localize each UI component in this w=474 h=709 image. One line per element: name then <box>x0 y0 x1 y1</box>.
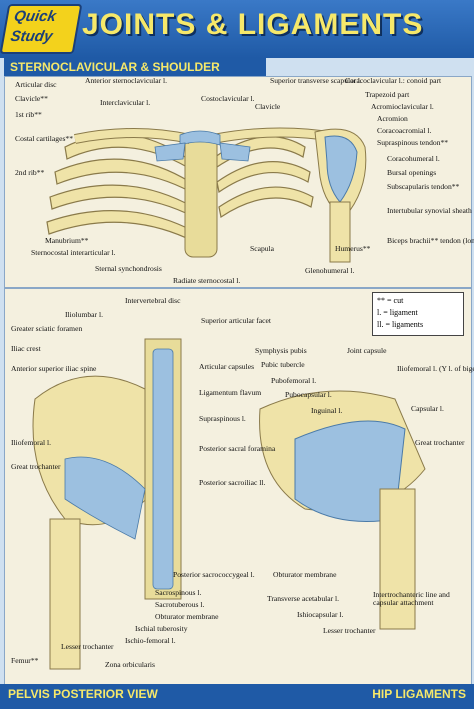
label-lesser-trochanter-posterior: Lesser trochanter <box>61 642 114 651</box>
label-lesser-trochanter-anterior: Lesser trochanter <box>323 626 376 635</box>
label-acromion: Acromion <box>377 114 408 123</box>
label-iliolumbar: Iliolumbar l. <box>65 310 103 319</box>
label-costoclavicular: Costoclavicular l. <box>201 94 255 103</box>
label-acromioclavicular: Acromioclavicular l. <box>371 102 434 111</box>
label-capsular: Capsular l. <box>411 404 444 413</box>
label-femur: Femur** <box>11 656 39 665</box>
label-supraspinous: Supraspinous l. <box>199 414 246 423</box>
pelvis-hip-illustration <box>32 338 426 670</box>
label-posterior-sacral-foramina: Posterior sacral foramina <box>199 444 276 453</box>
label-symphysis-pubis: Symphysis pubis <box>255 346 307 355</box>
footer-left-title: PELVIS POSTERIOR VIEW <box>8 687 158 701</box>
logo-line1: Quick <box>12 8 58 25</box>
page-title: JOINTS & LIGAMENTS <box>82 8 424 41</box>
label-iliofemoral-bigelow: Iliofemoral l. (Y l. of bigelow) <box>397 364 474 373</box>
label-interclavicular: Interclavicular l. <box>100 98 151 107</box>
label-sacrotuberous: Sacrotuberous l. <box>155 600 205 609</box>
label-glenohumeral: Glenohumeral l. <box>305 266 355 275</box>
label-intertubular-sheath: Intertubular synovial sheath <box>387 206 472 215</box>
label-superior-articular-facet: Superior articular facet <box>201 316 271 325</box>
label-posterior-sacrococcygeal: Posterior sacrococcygeal l. <box>173 570 255 579</box>
label-articular-capsules: Articular capsules <box>199 362 255 371</box>
label-sacrospinous: Sacrospinous l. <box>155 588 202 597</box>
label-trapezoid-part: Trapezoid part <box>365 90 410 99</box>
label-coracohumeral: Coracohumeral l. <box>387 154 440 163</box>
label-sternocostal-interarticular: Sternocostal interarticular l. <box>31 248 116 257</box>
legend-cut: ** = cut <box>377 296 404 305</box>
footer-right-title: HIP LIGAMENTS <box>372 687 466 701</box>
label-intertrochanteric-line: Intertrochanteric line and capsular atta… <box>373 590 450 607</box>
label-ischial-tuberosity: Ischial tuberosity <box>135 624 188 633</box>
label-posterior-sacroiliac: Posterior sacroiliac ll. <box>199 478 266 487</box>
label-articular-disc: Articular disc <box>15 80 57 89</box>
header: Quick Study JOINTS & LIGAMENTS <box>0 0 474 58</box>
label-coracoacromial: Coracoacromial l. <box>377 126 432 135</box>
label-intervertebral-disc: Intervertebral disc <box>125 296 181 305</box>
pelvis-hip-panel: Intervertebral disc Iliolumbar l. Greate… <box>4 288 474 685</box>
label-biceps-tendon: Biceps brachii** tendon (longhead) <box>387 236 474 245</box>
label-first-rib: 1st rib** <box>15 110 42 119</box>
footer: PELVIS POSTERIOR VIEW HIP LIGAMENTS <box>0 684 474 709</box>
label-humerus: Humerus** <box>335 244 371 253</box>
label-obturator-membrane-posterior: Obturator membrane <box>155 612 219 621</box>
label-supraspinous-tendon: Supraspinous tendon** <box>377 138 449 147</box>
label-manubrium: Manubrium** <box>45 236 89 245</box>
label-clavicle: Clavicle <box>255 102 281 111</box>
label-ishiocapsular: Ishiocapsular l. <box>297 610 344 619</box>
label-greater-sciatic: Greater sciatic foramen <box>11 324 83 333</box>
label-iliac-crest: Iliac crest <box>11 344 41 353</box>
quick-study-logo: Quick Study <box>0 4 83 54</box>
label-transverse-acetabular: Transverse acetabular l. <box>267 594 340 603</box>
label-pubic-tubercle: Pubic tubercle <box>261 360 305 369</box>
logo-line2: Study <box>9 28 54 45</box>
label-ligamentum-flavum: Ligamentum flavum <box>199 388 262 397</box>
label-inguinal: Inguinal l. <box>311 406 343 415</box>
label-obturator-membrane-anterior: Obturator membrane <box>273 570 337 579</box>
label-anterior-sternoclavicular: Anterior sternoclavicular l. <box>85 76 168 85</box>
label-ischio-femoral: Ischio-femoral l. <box>125 636 176 645</box>
label-joint-capsule: Joint capsule <box>347 346 387 355</box>
label-second-rib: 2nd rib** <box>15 168 45 177</box>
shoulder-illustration-panel: Articular disc Clavicle** 1st rib** Cost… <box>4 76 474 288</box>
label-costal-cartilages: Costal cartilages** <box>15 134 73 143</box>
label-bursal-openings: Bursal openings <box>387 168 437 177</box>
label-subscapularis-tendon: Subscapularis tendon** <box>387 182 460 191</box>
label-coracoclavicular-conoid: Coracoclavicular l.: conoid part <box>345 76 442 85</box>
legend-ligaments: ll. = ligaments <box>377 320 424 329</box>
label-superior-transverse-scapular: Superior transverse scapular l. <box>270 76 362 85</box>
label-pubocapsular: Pubocapsular l. <box>285 390 332 399</box>
section-title: STERNOCLAVICULAR & SHOULDER <box>4 58 266 76</box>
label-zona-orbicularis: Zona orbicularis <box>105 660 155 669</box>
label-radiate-sternocostal: Radiate sternocostal l. <box>173 276 241 285</box>
label-clavicle-cut: Clavicle** <box>15 94 48 103</box>
label-pubofemoral: Pubofemoral l. <box>271 376 317 385</box>
label-great-trochanter-anterior: Great trochanter <box>415 438 465 447</box>
label-sternal-synchondrosis: Sternal synchondrosis <box>95 264 162 273</box>
label-scapula: Scapula <box>250 244 275 253</box>
label-asis: Anterior superior iliac spine <box>11 364 97 373</box>
legend: ** = cut l. = ligament ll. = ligaments <box>372 292 464 336</box>
label-great-trochanter-posterior: Great trochanter <box>11 462 61 471</box>
shoulder-illustration <box>46 127 367 263</box>
legend-ligament: l. = ligament <box>377 308 418 317</box>
label-iliofemoral-posterior: Iliofemoral l. <box>11 438 52 447</box>
